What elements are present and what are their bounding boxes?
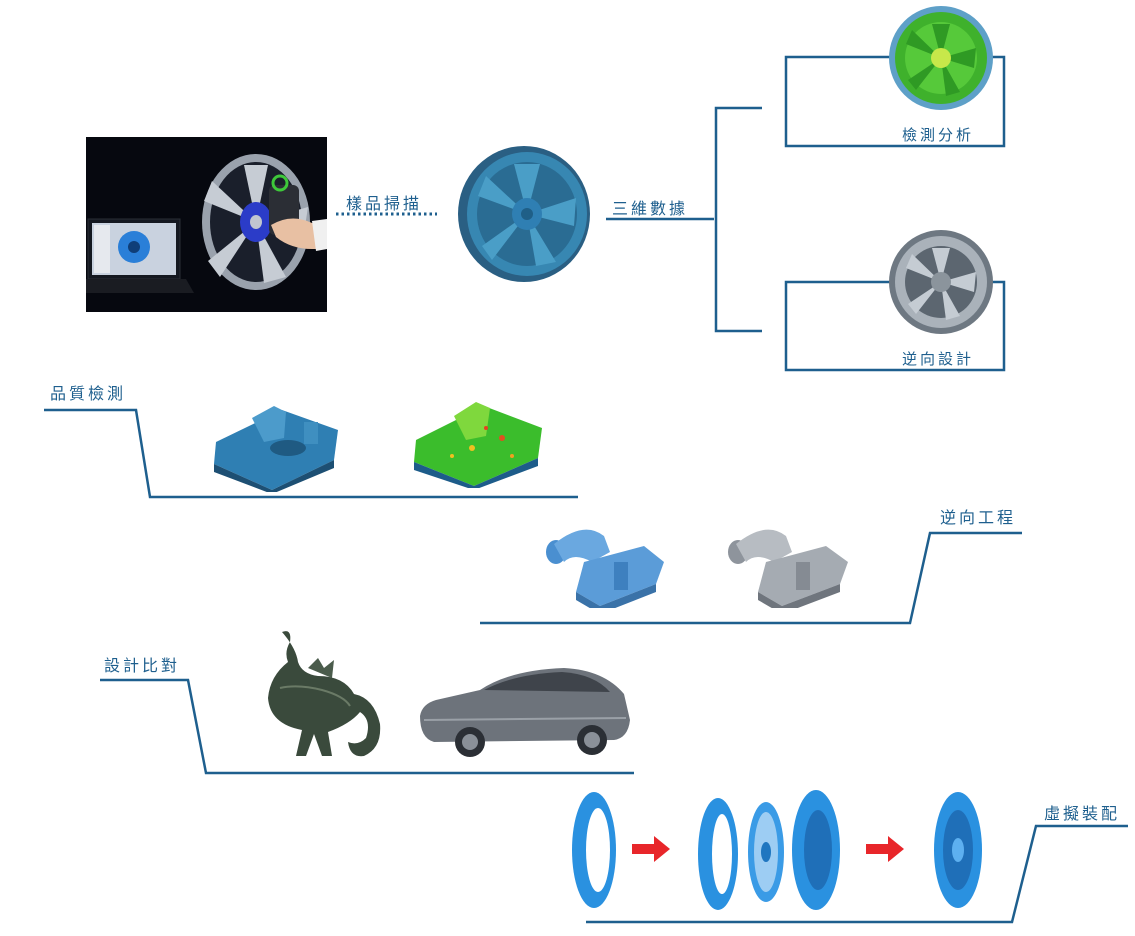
assembly-guide [586,824,1128,924]
quality-inspection-label: 品質檢測 [50,384,127,403]
clutch-disc-icon [748,802,784,902]
inspect-label: 檢測分析 [902,126,975,144]
wheel-design-icon [889,230,993,334]
part-deviation-icon [414,402,542,488]
data-label: 三維數據 [612,199,689,218]
bird-vessel-icon [268,631,381,757]
manifold-blue-icon [546,529,664,608]
inspect-box [784,55,1006,148]
arrow-icon [866,836,904,862]
quality-guide [44,408,578,499]
clutch-ring-exploded-icon [698,798,738,910]
wheel-inspection-icon [889,6,993,110]
part-blue-icon [214,406,338,492]
clutch-ring-icon [572,792,616,908]
arrow-icon [632,836,670,862]
laptop-icon [86,218,194,293]
clutch-cover-icon [792,790,840,910]
reverse-engineering-label: 逆向工程 [940,508,1017,527]
scan-label: 樣品掃描 [346,194,423,213]
reverse-guide [480,531,1022,625]
reverse-design-label: 逆向設計 [902,350,975,368]
scanning-photo [86,137,327,312]
design-guide [100,678,634,775]
car-icon [420,668,630,757]
wheel-3d-icon [458,146,590,282]
branch-bracket [714,106,762,333]
clutch-assembled-icon [934,792,982,908]
assembly-icons [572,790,982,910]
virtual-assembly-label: 虛擬裝配 [1044,804,1121,823]
reverse-box [784,280,1006,372]
hand-icon [271,218,327,251]
manifold-grey-icon [728,529,848,608]
design-comparison-label: 設計比對 [104,656,181,675]
